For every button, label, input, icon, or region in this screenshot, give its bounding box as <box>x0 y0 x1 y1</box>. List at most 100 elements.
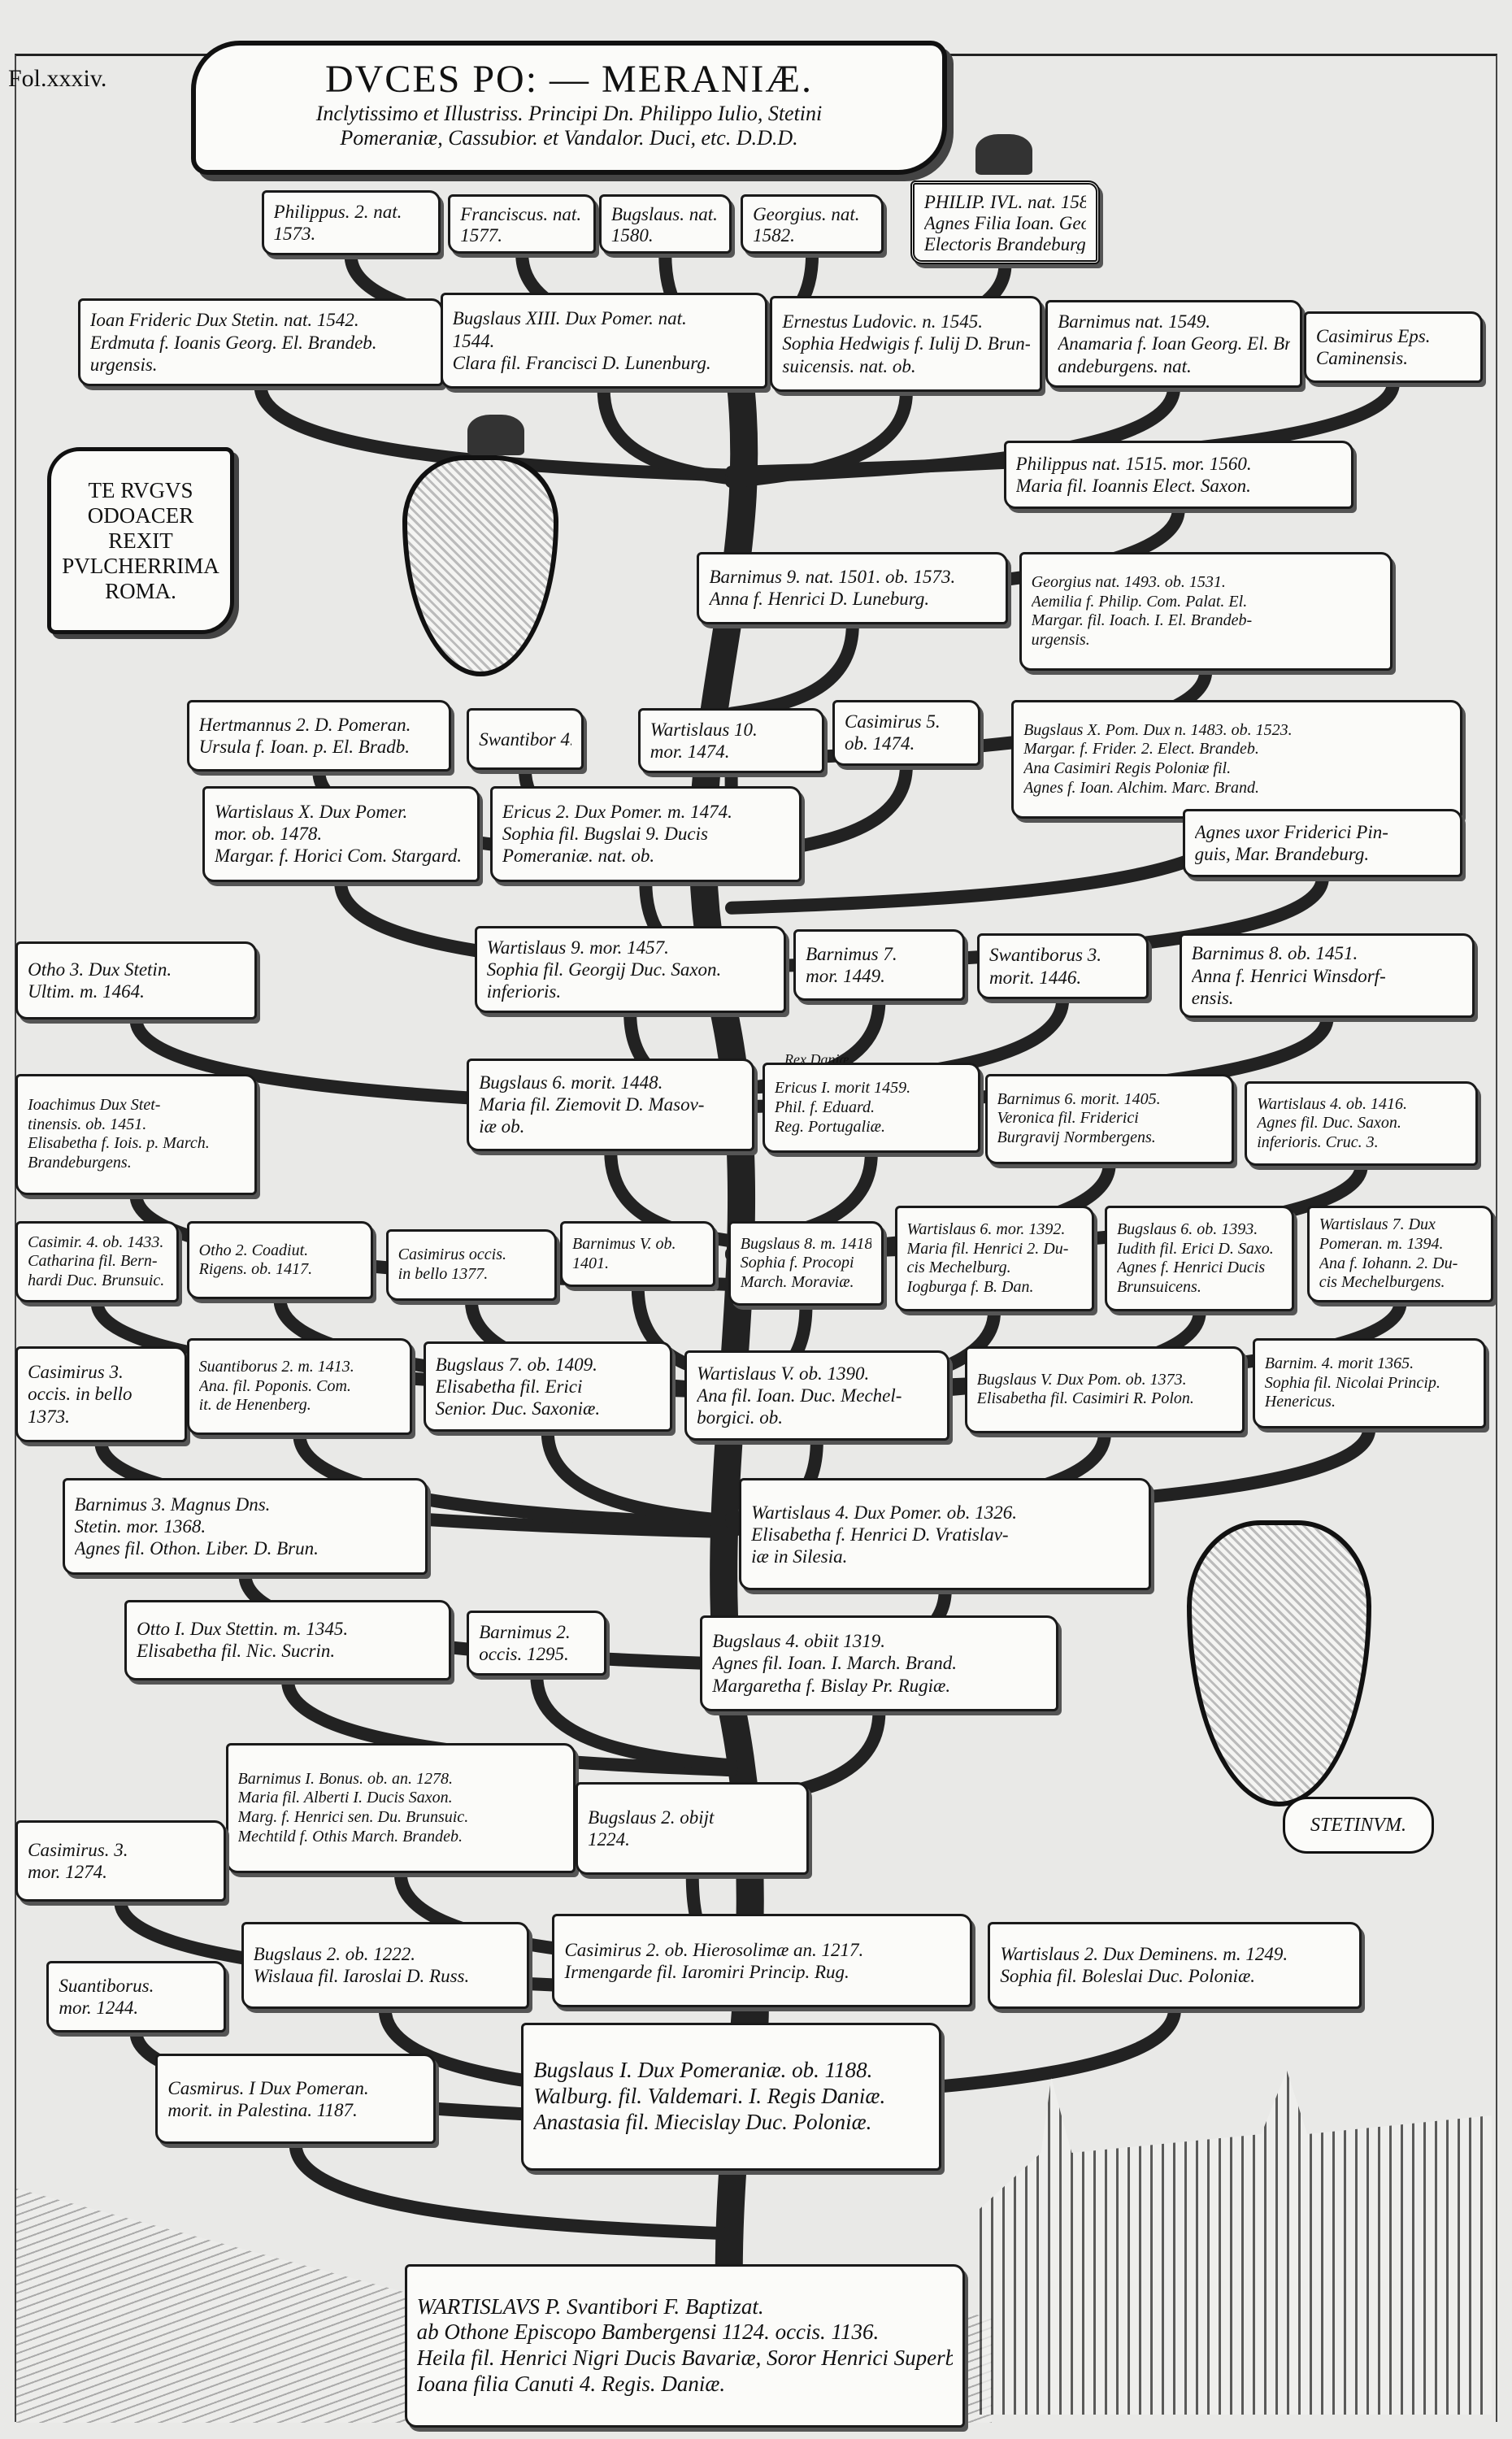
person-text-line: mor. ob. 1478. <box>214 824 323 845</box>
person-text-line: Agnes fil. Duc. Saxon. <box>1257 1114 1401 1133</box>
person-text-line: Wislaua fil. Iaroslai D. Russ. <box>253 1966 470 1987</box>
person-text-line: Casimirus Eps. <box>1315 325 1431 346</box>
motto-line: TE RVGVS <box>88 477 193 502</box>
person-cartouche: Casimirus. 3.mor. 1274. <box>15 1820 226 1902</box>
person-text-line: Georgius. nat. <box>753 204 860 224</box>
person-text-line: Ioachimus Dux Stet- <box>28 1096 161 1115</box>
person-text-line: Bugslaus 2. ob. 1222. <box>253 1944 415 1965</box>
person-cartouche: WARTISLAVS P. Svantibori F. Baptizat.ab … <box>404 2263 965 2428</box>
person-text-line: Anastasia fil. Miecislay Duc. Poloniæ. <box>533 2110 872 2135</box>
tree-branch <box>289 2137 738 2241</box>
person-text-line: suicensis. nat. ob. <box>782 355 916 376</box>
person-cartouche: PHILIP. IVL. nat. 1584.Agnes Filia Ioan.… <box>910 180 1101 265</box>
person-cartouche: Barnimus 7.mor. 1449. <box>793 928 965 1001</box>
person-text-line: Bugslaus 6. ob. 1393. <box>1116 1220 1258 1239</box>
person-text-line: cis Mechelburgens. <box>1319 1273 1445 1292</box>
person-cartouche: Casimirus 2. ob. Hierosolimæ an. 1217.Ir… <box>552 1914 973 2008</box>
person-cartouche: Agnes uxor Friderici Pin-guis, Mar. Bran… <box>1182 809 1463 878</box>
person-text-line: Casimirus 2. ob. Hierosolimæ an. 1217. <box>564 1939 864 1960</box>
person-text-line: Philippus nat. 1515. mor. 1560. <box>1015 453 1252 474</box>
person-text-line: Stetin. mor. 1368. <box>74 1516 206 1537</box>
person-text-line: Elisabetha f. Henrici D. Vratislav- <box>751 1524 1009 1545</box>
person-text-line: iæ in Silesia. <box>751 1546 848 1567</box>
person-cartouche: Otho 2. Coadiut.Rigens. ob. 1417. <box>186 1221 374 1300</box>
person-text-line: Ursula f. Ioan. p. El. Bradb. <box>198 737 411 758</box>
person-text-line: ob. 1474. <box>844 733 915 754</box>
person-cartouche: Georgius. nat.1582. <box>741 194 884 254</box>
person-text-line: Catharina fil. Bern- <box>28 1252 158 1271</box>
person-cartouche: Ioan Frideric Dux Stetin. nat. 1542.Erdm… <box>77 298 444 386</box>
person-cartouche: Barnimus 9. nat. 1501. ob. 1573.Anna f. … <box>697 552 1009 624</box>
person-text-line: Sophia fil. Nicolai Princip. <box>1264 1373 1440 1392</box>
person-text-line: Rigens. ob. 1417. <box>198 1260 313 1279</box>
person-cartouche: Bugslaus V. Dux Pom. ob. 1373.Elisabetha… <box>964 1346 1245 1433</box>
person-cartouche: Bugslaus 6. morit. 1448.Maria fil. Ziemo… <box>467 1058 755 1152</box>
person-text-line: inferioris. <box>486 980 562 1002</box>
title-cartouche: DVCES PO: — MERANIÆ. Inclytissimo et Ill… <box>191 41 947 175</box>
person-text-line: inferioris. Cruc. 3. <box>1257 1133 1379 1151</box>
person-text-line: Veronica fil. Friderici <box>997 1109 1139 1128</box>
stetinum-banner: STETINVM. <box>1283 1797 1434 1854</box>
person-text-line: Reg. Portugaliæ. <box>774 1117 885 1136</box>
person-text-line: hardi Duc. Brunsuic. <box>28 1272 165 1290</box>
person-text-line: Swantibor 4. <box>479 728 571 750</box>
person-cartouche: Philippus nat. 1515. mor. 1560.Maria fil… <box>1003 440 1354 509</box>
person-text-line: Sophia fil. Boleslai Duc. Poloniæ. <box>1000 1966 1256 1987</box>
person-text-line: Casmirus. I Dux Pomeran. <box>167 2077 369 2098</box>
person-text-line: occis. in bello <box>28 1384 133 1405</box>
person-cartouche: Bugslaus X. Pom. Dux n. 1483. ob. 1523.M… <box>1011 700 1463 819</box>
person-text-line: Iogburga f. B. Dan. <box>906 1278 1034 1296</box>
person-text-line: mor. 1274. <box>28 1862 107 1883</box>
person-text-line: Barnimus V. ob. <box>572 1235 676 1254</box>
person-text-line: Aemilia f. Philip. Com. Palat. El. <box>1031 592 1248 611</box>
person-text-line: andeburgens. nat. <box>1058 355 1192 376</box>
person-text-line: Agnes f. Henrici Ducis <box>1116 1259 1266 1277</box>
person-text-line: Margar. f. Horici Com. Stargard. <box>214 846 462 867</box>
person-cartouche: Barnimus I. Bonus. ob. an. 1278.Maria fi… <box>225 1742 576 1874</box>
person-cartouche: Bugslaus I. Dux Pomeraniæ. ob. 1188.Walb… <box>521 2023 941 2172</box>
person-text-line: Margar. f. Frider. 2. Elect. Brandeb. <box>1023 740 1259 759</box>
person-text-line: mor. 1449. <box>806 965 885 986</box>
person-text-line: Wartislaus 10. <box>650 719 758 740</box>
person-text-line: WARTISLAVS P. Svantibori F. Baptizat. <box>416 2293 764 2319</box>
person-cartouche: Suantiborus 2. m. 1413.Ana. fil. Poponis… <box>186 1338 413 1435</box>
person-text-line: Maria fil. Alberti I. Ducis Saxon. <box>237 1789 453 1807</box>
person-cartouche: Ioachimus Dux Stet-tinensis. ob. 1451.El… <box>15 1073 257 1195</box>
motto-line: REXIT <box>108 528 173 553</box>
person-text-line: occis. 1295. <box>479 1644 569 1665</box>
person-text-line: Bugslaus XIII. Dux Pomer. nat. <box>452 308 687 329</box>
person-text-line: Barnimus 7. <box>806 943 897 964</box>
person-text-line: PHILIP. IVL. nat. 1584. <box>923 192 1087 212</box>
person-text-line: Ana. fil. Poponis. Com. <box>198 1376 351 1395</box>
person-text-line: Barnim. 4. morit 1365. <box>1264 1354 1414 1373</box>
tree-branch <box>254 379 738 482</box>
crown-icon <box>975 134 1032 175</box>
person-text-line: Marg. f. Henrici sen. Du. Brunsuic. <box>237 1808 469 1827</box>
person-text-line: Anna f. Henrici Winsdorf- <box>1191 965 1386 986</box>
person-cartouche: Georgius nat. 1493. ob. 1531.Aemilia f. … <box>1019 552 1393 671</box>
person-text-line: 1224. <box>588 1828 630 1850</box>
person-text-line: 1401. <box>572 1254 610 1272</box>
person-text-line: Bugslaus 6. morit. 1448. <box>479 1072 663 1093</box>
person-cartouche: Hertmannus 2. D. Pomeran.Ursula f. Ioan.… <box>186 700 452 772</box>
title-heading: DVCES PO: — MERANIÆ. <box>324 58 814 101</box>
person-text-line: Barnimus 9. nat. 1501. ob. 1573. <box>709 567 956 588</box>
person-text-line: Otho 3. Dux Stetin. <box>28 959 172 980</box>
person-text-line: Barnimus nat. 1549. <box>1058 311 1211 333</box>
person-text-line: Barnimus 6. morit. 1405. <box>997 1089 1161 1108</box>
person-text-line: Wartislaus 6. mor. 1392. <box>906 1220 1066 1239</box>
person-text-line: Electoris Brandeburg. <box>923 233 1087 254</box>
person-cartouche: Casimirus occis.in bello 1377. <box>385 1229 558 1302</box>
person-cartouche: Barnim. 4. morit 1365.Sophia fil. Nicola… <box>1252 1338 1486 1429</box>
person-cartouche: Barnimus nat. 1549.Anamaria f. Ioan Geor… <box>1045 300 1302 388</box>
tree-branch <box>530 1669 738 1772</box>
person-text-line: Wartislaus 2. Dux Deminens. m. 1249. <box>1000 1944 1288 1965</box>
person-text-line: guis, Mar. Brandeburg. <box>1194 844 1370 865</box>
person-text-line: iæ ob. <box>479 1116 525 1137</box>
person-text-line: urgensis. <box>89 354 158 375</box>
crown-icon <box>467 415 524 455</box>
person-cartouche: Wartislaus 9. mor. 1457.Sophia fil. Geor… <box>474 925 786 1013</box>
person-text-line: tinensis. ob. 1451. <box>28 1115 147 1133</box>
person-text-line: Bugslaus 7. ob. 1409. <box>435 1354 597 1375</box>
